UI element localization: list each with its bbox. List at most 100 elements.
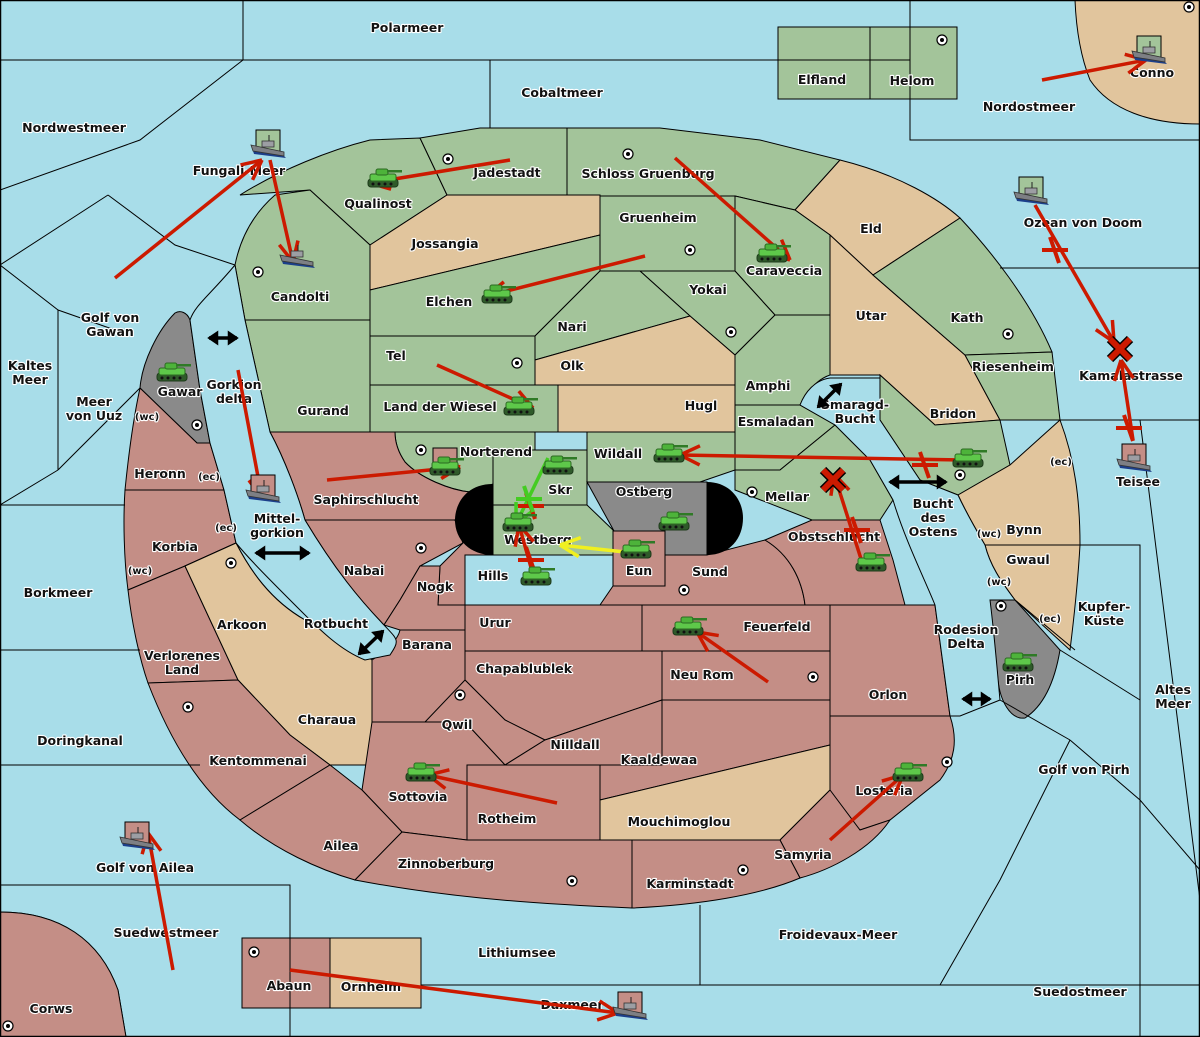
territory-label-jossangia: Jossangia [410, 236, 478, 251]
sea-border-line [0, 194, 109, 266]
territory-label-elfland: Elfland [798, 72, 846, 87]
inner-sea-channel[interactable] [189, 263, 397, 661]
coastal-passage-arrow [357, 629, 385, 656]
territory-label-riesenheim: Riesenheim [972, 359, 1054, 374]
bounce-marker [819, 466, 847, 494]
fleet-unit[interactable] [1013, 176, 1050, 206]
territory-label-rotheim: Rotheim [478, 811, 537, 826]
supply-center-icon [995, 600, 1007, 612]
territory-labels: PolarmeerCobaltmeerNordwestmeerNordostme… [7, 19, 1193, 1017]
territory-corws[interactable] [0, 911, 127, 1037]
supply-center-icon [454, 689, 466, 701]
territory-gruenheim[interactable] [599, 195, 736, 272]
supply-center-icon [442, 153, 454, 165]
territory-rotheim[interactable] [466, 764, 601, 841]
territory-label-sund: Sund [692, 564, 728, 579]
coastal-passage-arrow [816, 382, 843, 409]
territory-label-orlon: Orlon [869, 687, 908, 702]
coast-label: (ec) [1050, 457, 1072, 468]
coastal-passage-arrow [888, 474, 948, 490]
territory-label-gurand: Gurand [297, 403, 349, 418]
territory-label-sottovia: Sottovia [389, 789, 448, 804]
territory-ornheim[interactable] [329, 937, 422, 1009]
coast-label: (ec) [1039, 614, 1061, 625]
fleet-unit[interactable] [612, 991, 649, 1021]
sea-border-line [107, 194, 236, 266]
sea-label-cobaltmeer: Cobaltmeer [521, 85, 603, 100]
fleet-unit[interactable] [1131, 35, 1168, 65]
sea-border-line [1139, 799, 1200, 871]
supply-center-icon [807, 671, 819, 683]
sea-label-borkmeer: Borkmeer [24, 585, 94, 600]
territory-label-yokai: Yokai [688, 282, 727, 297]
fleet-unit[interactable] [245, 474, 282, 504]
fleet-unit[interactable] [250, 129, 287, 159]
supply-center-icon [1183, 1, 1195, 13]
coast-label: (wc) [135, 412, 159, 423]
territory-label-conno: Conno [1130, 65, 1175, 80]
fortress-wall-east [707, 482, 743, 555]
supply-center-icon [936, 34, 948, 46]
sea-border-line [0, 469, 59, 506]
sea-border-line [1139, 419, 1200, 901]
territory-elfland[interactable] [777, 26, 871, 100]
inner-sea-channel[interactable] [799, 377, 1016, 717]
sea-label-froidevaux: Froidevaux-Meer [779, 927, 898, 942]
territory-label-urur: Urur [479, 615, 511, 630]
sea-label-golfpirh: Golf von Pirh [1038, 762, 1129, 777]
territory-label-hills: Hills [478, 568, 509, 583]
territory-label-nilldall: Nilldall [550, 737, 599, 752]
territory-karmin[interactable] [631, 839, 801, 909]
territory-label-bridon: Bridon [930, 406, 976, 421]
territory-helom[interactable] [869, 26, 958, 100]
sea-border-line [939, 739, 1071, 986]
territory-label-kaaldewaa: Kaaldewaa [621, 752, 698, 767]
territory-label-helom: Helom [890, 73, 935, 88]
territory-label-olk: Olk [560, 358, 584, 373]
territory-label-eld: Eld [860, 221, 882, 236]
territory-label-charaua: Charaua [298, 712, 356, 727]
sea-label-kupfer: Kupfer-Küste [1078, 599, 1131, 628]
support-cut-marker [516, 485, 542, 513]
territory-label-chapa: Chapablublek [476, 661, 573, 676]
fleet-unit[interactable] [119, 821, 156, 851]
supply-center-icon [182, 701, 194, 713]
territory-label-elchen: Elchen [426, 294, 473, 309]
sea-border-line [1059, 649, 1141, 701]
sea-label-rotbucht: Rotbucht [304, 616, 368, 631]
territory-label-utar: Utar [856, 308, 888, 323]
territory-label-eun: Eun [626, 563, 652, 578]
territory-label-mouchi: Mouchimoglou [628, 814, 731, 829]
territory-label-caraveccia: Caraveccia [746, 263, 822, 278]
territory-label-barana: Barana [402, 637, 452, 652]
territory-label-candolti: Candolti [271, 289, 330, 304]
sea-label-mittelgorkion: Mittel-gorkion [250, 511, 304, 540]
territory-label-arkoon: Arkoon [217, 617, 267, 632]
fortress-wall-west [455, 484, 493, 555]
coast-label: (ec) [198, 472, 220, 483]
coast-label: (ec) [215, 523, 237, 534]
sea-border-line [999, 699, 1071, 741]
fleet-unit[interactable] [1116, 443, 1153, 473]
sea-border-line [1014, 599, 1076, 651]
territory-obstschlucht[interactable] [763, 519, 906, 606]
territory-label-esmaladan: Esmaladan [738, 414, 814, 429]
supply-center-icon [415, 444, 427, 456]
supply-center-icon [2, 1020, 14, 1032]
supply-center-icon [954, 469, 966, 481]
sea-border-line [0, 59, 244, 191]
coastal-passage-arrow [254, 545, 311, 561]
sea-label-nordwestmeer: Nordwestmeer [22, 120, 127, 135]
sea-label-doringkanal: Doringkanal [37, 733, 123, 748]
territory-label-zinnober: Zinnoberburg [398, 856, 494, 871]
territory-label-karmin: Karminstadt [646, 876, 733, 891]
territory-label-saphir: Saphirschlucht [314, 492, 419, 507]
territory-label-landwiesel: Land der Wiesel [383, 399, 496, 414]
army-unit[interactable] [429, 447, 465, 476]
